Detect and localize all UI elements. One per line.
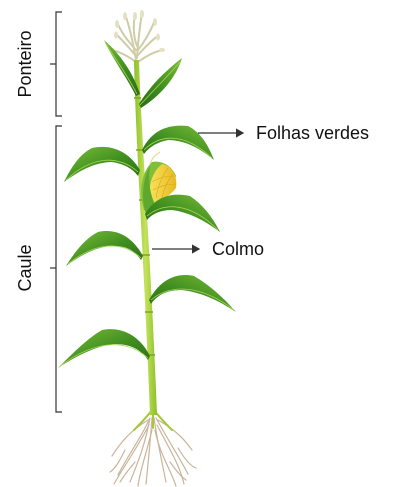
ponteiro-label: Ponteiro xyxy=(15,30,35,97)
leaf-left-3 xyxy=(58,329,150,368)
leaf-top-right xyxy=(139,58,182,108)
leaf-left-1 xyxy=(64,147,140,182)
stem xyxy=(134,60,157,415)
caule-label: Caule xyxy=(15,244,35,291)
leaf-left-2 xyxy=(66,231,143,266)
folhas-verdes-label: Folhas verdes xyxy=(256,123,369,143)
colmo-label: Colmo xyxy=(212,239,264,259)
caule-bracket xyxy=(50,126,62,412)
leaf-right-1 xyxy=(142,126,214,160)
ponteiro-bracket xyxy=(50,12,62,116)
leaf-right-3 xyxy=(149,275,236,312)
